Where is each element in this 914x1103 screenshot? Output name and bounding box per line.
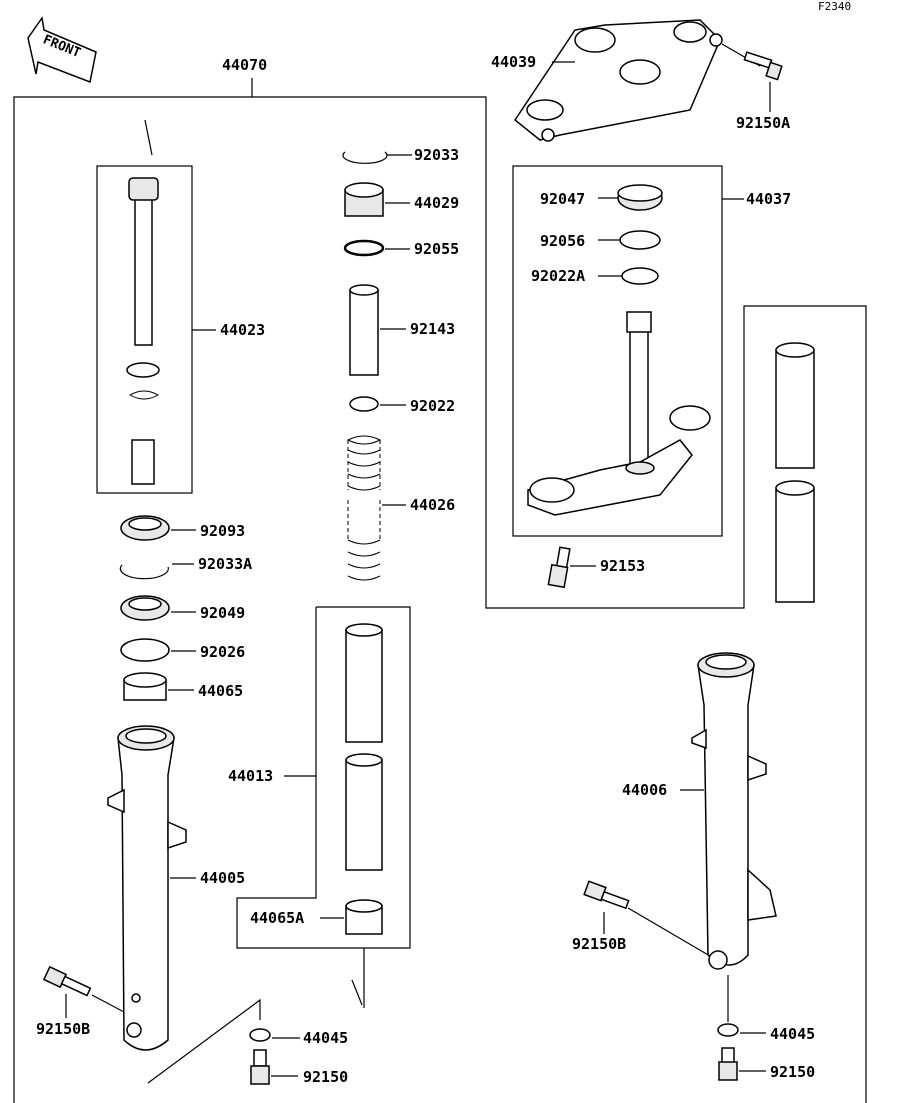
spring-44026: [346, 435, 382, 581]
label-92022A: 92022A: [531, 267, 585, 285]
washer-92022: [349, 396, 379, 412]
collar-92143: [349, 284, 379, 376]
label-92047: 92047: [540, 190, 585, 208]
bolt-92150B-left: [42, 965, 125, 1013]
outer-tube-44006: [691, 652, 777, 970]
label-92143: 92143: [410, 320, 455, 338]
label-92056: 92056: [540, 232, 585, 250]
cap-44029: [344, 182, 384, 217]
figure-code: F2340: [818, 0, 851, 13]
label-44023: 44023: [220, 321, 265, 339]
upper-bracket-44039: [513, 19, 723, 142]
clip-92033A: [119, 564, 169, 580]
o-ring-92055: [343, 239, 385, 257]
bush-44065: [123, 672, 167, 701]
label-44045-right: 44045: [770, 1025, 815, 1043]
washer-44045-left: [249, 1028, 271, 1042]
label-92150A: 92150A: [736, 114, 790, 132]
label-92150-right: 92150: [770, 1063, 815, 1081]
dust-seal-92093: [120, 515, 170, 541]
circlip-92033: [342, 151, 388, 164]
bolt-92150-right: [718, 1047, 738, 1081]
oil-seal-92049: [120, 595, 170, 621]
label-92093: 92093: [200, 522, 245, 540]
label-92026: 92026: [200, 643, 245, 661]
label-44006: 44006: [622, 781, 667, 799]
bush-44065A: [345, 899, 383, 935]
label-44045-left: 44045: [303, 1029, 348, 1047]
label-92022: 92022: [410, 397, 455, 415]
label-44029: 44029: [414, 194, 459, 212]
label-44065: 44065: [198, 682, 243, 700]
label-44070: 44070: [222, 56, 267, 74]
inner-tube-44013: [345, 623, 383, 871]
assembly-frame-44070: [13, 78, 867, 1103]
inner-tube-right: [775, 342, 815, 603]
bolt-92150B-right: [583, 880, 711, 957]
bolt-92150-left: [250, 1049, 270, 1085]
label-44065A: 44065A: [250, 909, 304, 927]
damper-rod-44023: [126, 177, 160, 485]
label-44039: 44039: [491, 53, 536, 71]
washer-92026: [120, 638, 170, 662]
washer-92022A: [621, 267, 659, 285]
outer-tube-44005: [107, 725, 187, 1051]
front-arrow-icon: FRONT: [27, 16, 97, 84]
label-92153: 92153: [600, 557, 645, 575]
label-92150B-left: 92150B: [36, 1020, 90, 1038]
bolt-92150A: [721, 43, 783, 81]
assembly-box-44037: [512, 165, 723, 537]
label-92055: 92055: [414, 240, 459, 258]
stem-bracket: [527, 311, 711, 516]
washer-44045-right: [717, 1023, 739, 1037]
label-92049: 92049: [200, 604, 245, 622]
label-92150-left: 92150: [303, 1068, 348, 1086]
label-44013: 44013: [228, 767, 273, 785]
label-92033A: 92033A: [198, 555, 252, 573]
assembly-box-44013: [236, 606, 411, 949]
label-44037: 44037: [746, 190, 791, 208]
label-44026: 44026: [410, 496, 455, 514]
seal-92056: [619, 230, 661, 250]
label-44005: 44005: [200, 869, 245, 887]
label-92150B-right: 92150B: [572, 935, 626, 953]
label-92033: 92033: [414, 146, 459, 164]
bolt-92153: [547, 546, 571, 589]
